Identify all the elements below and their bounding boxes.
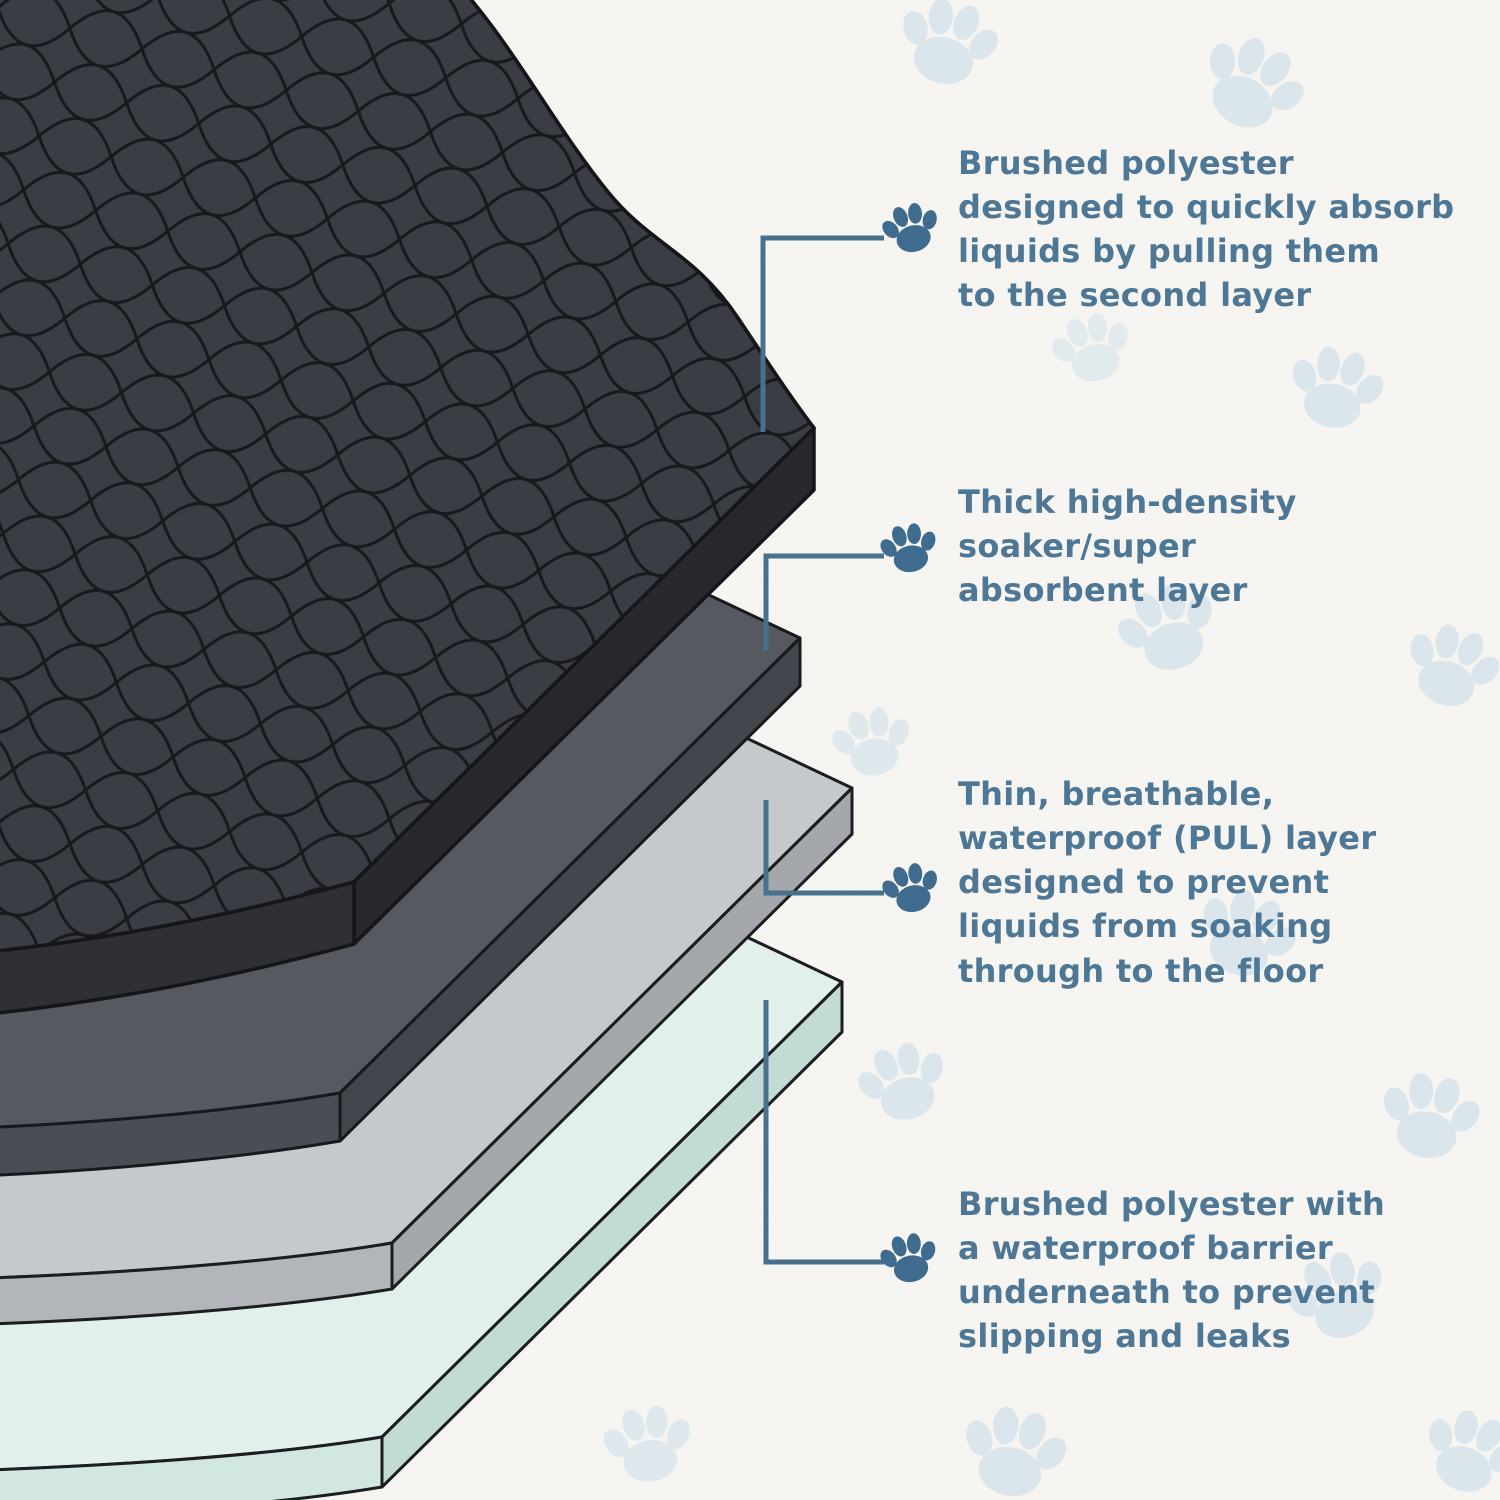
- callout-text-backing-layer: Brushed polyester with a waterproof barr…: [958, 1185, 1386, 1356]
- callout-text-soaker-layer: Thick high-density soaker/super absorben…: [958, 483, 1297, 610]
- connector-line-4: [763, 1000, 884, 1265]
- connector-line-2: [763, 553, 884, 650]
- layer-soaker-front-face: [0, 1091, 342, 1177]
- connector-line-3: [763, 800, 884, 896]
- layer-top-fabric: [0, 0, 816, 1015]
- layer-top-fabric-front-face: [0, 880, 356, 1015]
- layer-top-fabric-quilt-pattern: [0, 0, 814, 951]
- connector-line-1: [760, 235, 884, 432]
- callout-text-pul-layer: Thin, breathable, waterproof (PUL) layer…: [958, 775, 1377, 990]
- layer-pul-front-face: [0, 1241, 394, 1326]
- layer-backing-front-face: [0, 1435, 384, 1500]
- callout-connector-lines: [760, 235, 884, 1265]
- callout-text-top-fabric: Brushed polyester designed to quickly ab…: [958, 144, 1455, 315]
